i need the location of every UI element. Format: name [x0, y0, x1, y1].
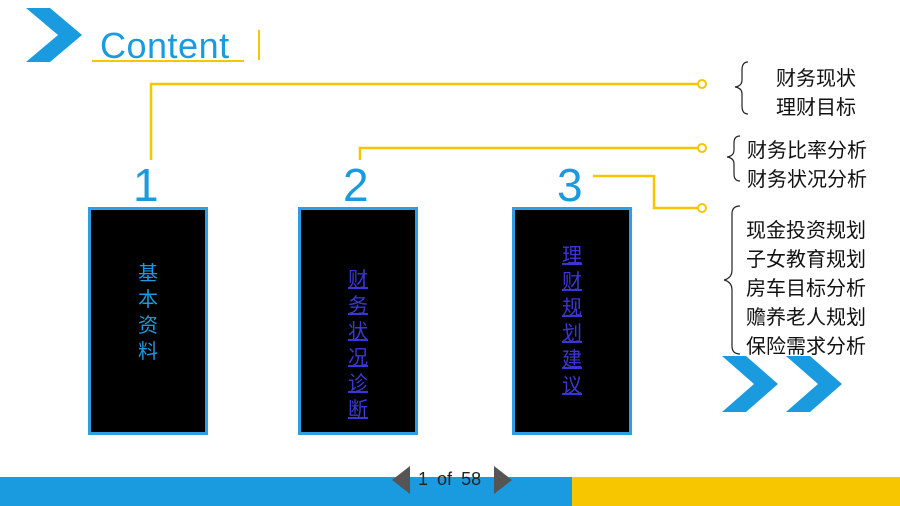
item-link-char[interactable]: 财: [562, 269, 582, 293]
connector-line-3: [593, 174, 700, 210]
item-link-char[interactable]: 务: [348, 293, 368, 317]
next-slide-icon[interactable]: [492, 466, 512, 494]
brace-1: [734, 61, 749, 115]
item-link-char[interactable]: 状: [348, 319, 368, 343]
pager-current: 1: [418, 469, 429, 489]
pager-total: 58: [461, 469, 482, 489]
item-box-3: 理 财 规 划 建 议: [512, 207, 632, 435]
pager-text: 1 of 58: [418, 469, 481, 490]
item-link-char[interactable]: 建: [562, 347, 582, 371]
item-label-char: 资: [138, 313, 158, 337]
group-line: 赡养老人规划: [746, 305, 866, 329]
item-link-char[interactable]: 断: [348, 397, 368, 421]
group-line: 财务现状: [776, 66, 856, 90]
item-number-2: 2: [343, 159, 369, 211]
item-link-char[interactable]: 理: [562, 243, 582, 267]
group-1: 财务现状 理财目标: [776, 64, 856, 122]
connector-dot-2: [697, 143, 707, 153]
group-line: 现金投资规划: [746, 218, 866, 242]
item-number-3: 3: [557, 159, 583, 211]
item-link-char[interactable]: 财: [348, 267, 368, 291]
item-link-char[interactable]: 划: [562, 321, 582, 345]
item-box-2: 财 务 状 况 诊 断: [298, 207, 418, 435]
footer-bar-blue: [0, 477, 572, 506]
brace-2: [726, 135, 741, 182]
item-box-1: 基 本 资 料: [88, 207, 208, 435]
prev-slide-icon[interactable]: [392, 466, 412, 494]
title-divider: [258, 30, 260, 60]
slide-pager: 1 of 58: [392, 466, 512, 494]
item-link-char[interactable]: 况: [348, 345, 368, 369]
item-label-char: 本: [138, 287, 158, 311]
item-label-char: 基: [138, 261, 158, 285]
item-link-2[interactable]: 财 务 状 况 诊 断: [301, 266, 415, 422]
group-line: 子女教育规划: [746, 247, 866, 271]
footer-bar-yellow: [572, 477, 900, 506]
connector-dot-1: [697, 79, 707, 89]
pager-of: of: [437, 469, 453, 489]
title-underline: [92, 60, 244, 62]
item-number-1: 1: [133, 159, 159, 211]
group-2: 财务比率分析 财务状况分析: [747, 136, 867, 194]
chevron-logo-icon: [26, 8, 82, 62]
connector-line-1: [149, 82, 700, 160]
brace-3: [723, 205, 741, 355]
slide-title: Content: [100, 25, 230, 66]
item-link-char[interactable]: 规: [562, 295, 582, 319]
group-3: 现金投资规划 子女教育规划 房车目标分析 赡养老人规划 保险需求分析: [746, 216, 866, 361]
connector-dot-3: [697, 203, 707, 213]
connector-line-2: [358, 146, 700, 160]
item-label-1: 基 本 资 料: [91, 260, 205, 364]
group-line: 财务比率分析: [747, 138, 867, 162]
group-line: 理财目标: [776, 95, 856, 119]
group-line: 房车目标分析: [746, 276, 866, 300]
double-chevron-icon: [722, 356, 842, 412]
item-link-char[interactable]: 议: [562, 373, 582, 397]
group-line: 财务状况分析: [747, 167, 867, 191]
group-line: 保险需求分析: [746, 334, 866, 358]
item-label-char: 料: [138, 339, 158, 363]
item-link-3[interactable]: 理 财 规 划 建 议: [515, 242, 629, 398]
item-link-char[interactable]: 诊: [348, 371, 368, 395]
